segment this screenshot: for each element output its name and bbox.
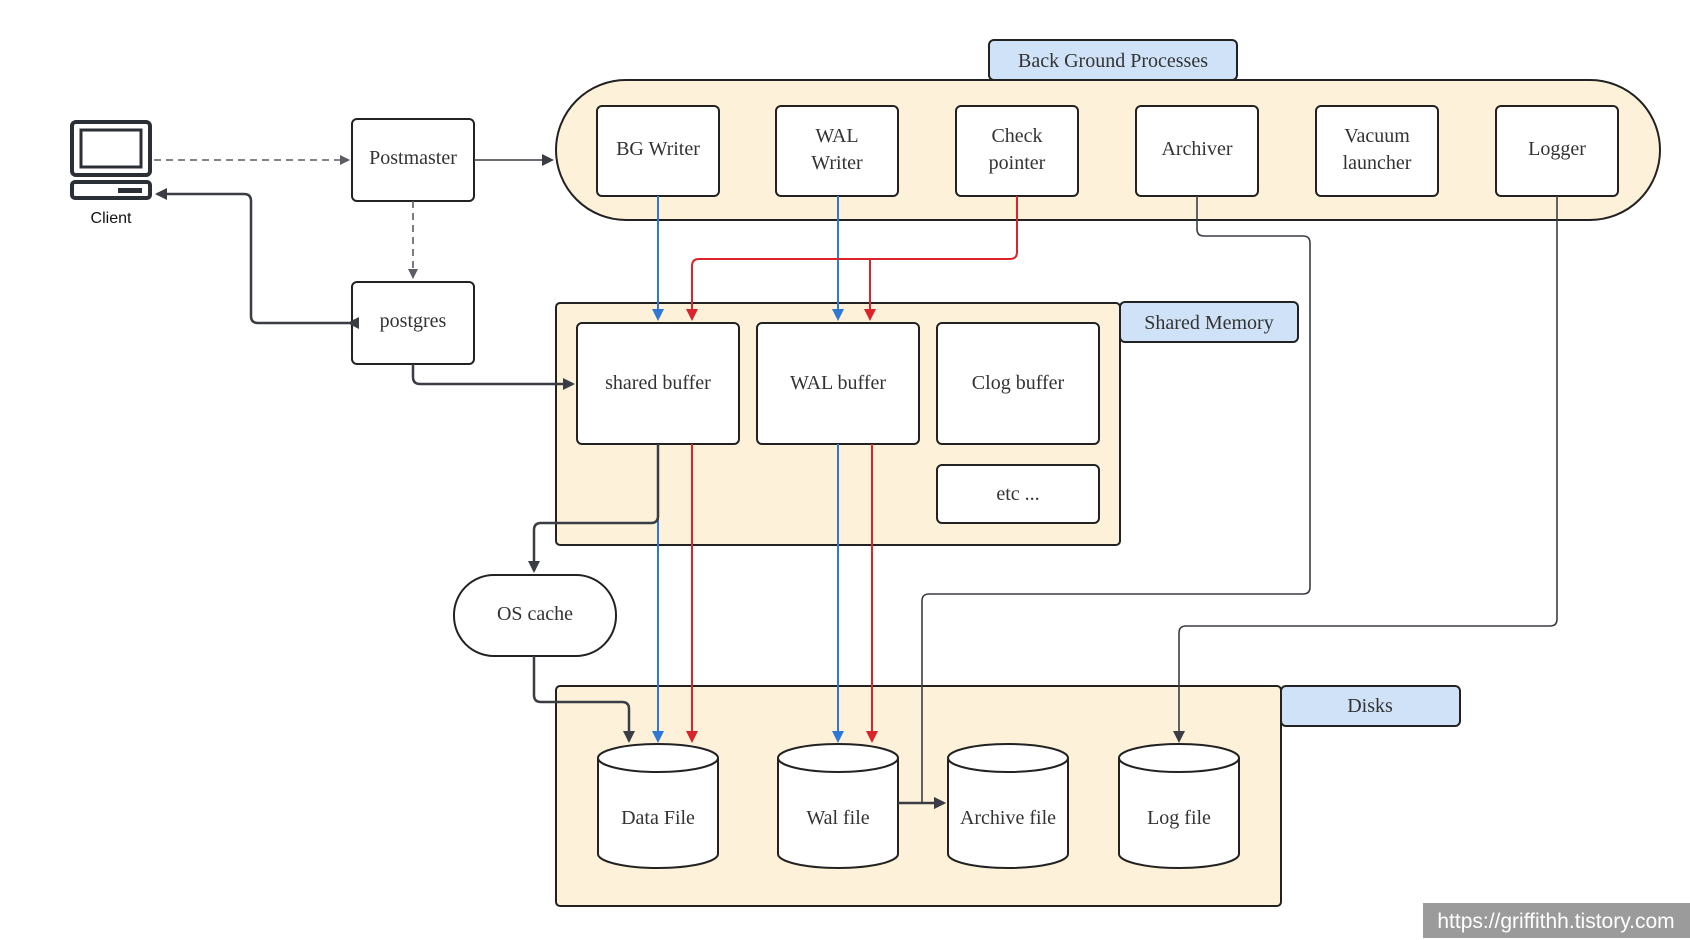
- client-label: Client: [91, 210, 132, 227]
- archiver-label: Archiver: [1161, 138, 1232, 160]
- arrow-archiver-to-archive-file: [921, 196, 1311, 809]
- vacuum-launcher-label-line1: Vacuum: [1344, 125, 1410, 147]
- wal-file-label: Wal file: [806, 807, 869, 829]
- logger-label: Logger: [1528, 138, 1586, 160]
- checkpointer-box: Check pointer: [955, 105, 1079, 197]
- arrow-client-postgres-bidirectional: [155, 188, 359, 329]
- postgres-label: postgres: [380, 310, 447, 332]
- bg-writer-box: BG Writer: [596, 105, 720, 197]
- data-file-label: Data File: [621, 807, 695, 829]
- checkpointer-label-line1: Check: [991, 125, 1042, 147]
- os-cache-node: OS cache: [453, 574, 617, 657]
- wal-buffer-box: WAL buffer: [756, 322, 920, 445]
- log-file-label: Log file: [1147, 807, 1211, 829]
- shared-memory-title: Shared Memory: [1144, 312, 1273, 334]
- data-file-cylinder: Data File: [597, 743, 719, 869]
- watermark-text: https://griffithh.tistory.com: [1437, 910, 1674, 933]
- background-processes-tag: Back Ground Processes: [988, 39, 1238, 81]
- watermark: https://griffithh.tistory.com: [1423, 903, 1690, 938]
- arrow-logger-to-log-file: [1173, 196, 1558, 743]
- checkpointer-label-line2: pointer: [989, 152, 1046, 174]
- shared-buffer-label: shared buffer: [605, 372, 711, 394]
- disks-tag: Disks: [1280, 685, 1461, 727]
- vacuum-launcher-box: Vacuum launcher: [1315, 105, 1439, 197]
- archiver-box: Archiver: [1135, 105, 1259, 197]
- wal-writer-label-line2: Writer: [811, 152, 863, 174]
- client-computer-icon: [70, 120, 152, 200]
- shared-memory-tag: Shared Memory: [1119, 301, 1299, 343]
- arrow-os-cache-to-data-file: [532, 656, 635, 743]
- arrow-checkpointer-to-shared-buffer: [686, 196, 1018, 321]
- arrow-postgres-to-shared-buffer: [411, 364, 575, 390]
- wal-writer-box: WAL Writer: [775, 105, 899, 197]
- wal-buffer-label: WAL buffer: [790, 372, 886, 394]
- wal-writer-label-line1: WAL: [815, 125, 858, 147]
- postmaster-box: Postmaster: [351, 118, 475, 202]
- archive-file-cylinder: Archive file: [947, 743, 1069, 869]
- bg-writer-label: BG Writer: [616, 138, 700, 160]
- log-file-cylinder: Log file: [1118, 743, 1240, 869]
- shared-buffer-box: shared buffer: [576, 322, 740, 445]
- etc-box: etc ...: [936, 464, 1100, 524]
- disks-title: Disks: [1347, 695, 1393, 717]
- background-processes-group: [555, 79, 1661, 221]
- clog-buffer-label: Clog buffer: [972, 372, 1065, 394]
- background-processes-title: Back Ground Processes: [1018, 50, 1208, 72]
- arrow-shared-buffer-to-os-cache: [528, 444, 660, 573]
- archive-file-label: Archive file: [960, 807, 1056, 829]
- wal-file-cylinder: Wal file: [777, 743, 899, 869]
- logger-box: Logger: [1495, 105, 1619, 197]
- disks-group: [555, 685, 1282, 907]
- postmaster-label: Postmaster: [369, 147, 457, 169]
- postgres-box: postgres: [351, 281, 475, 365]
- etc-label: etc ...: [996, 483, 1039, 505]
- os-cache-label: OS cache: [497, 603, 573, 625]
- clog-buffer-box: Clog buffer: [936, 322, 1100, 445]
- vacuum-launcher-label-line2: launcher: [1343, 152, 1412, 174]
